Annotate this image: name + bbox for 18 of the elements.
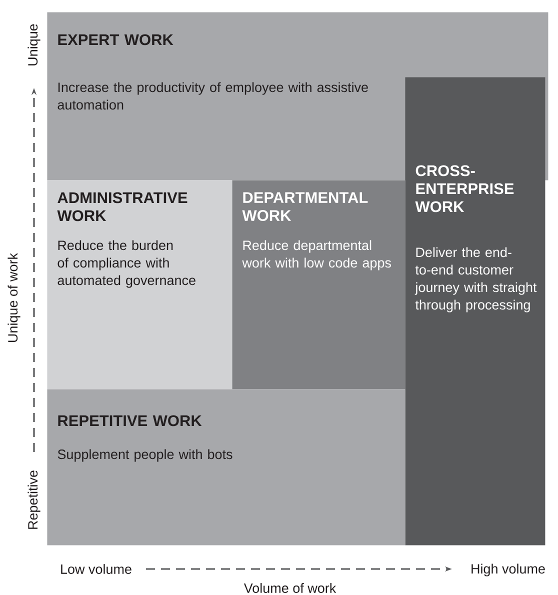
- box-heading: ADMINISTRATIVE WORK: [57, 192, 188, 222]
- box-description: Deliver the end-to-end customer journey with straight through processing: [414, 247, 537, 312]
- box-heading: REPETITIVE WORK: [58, 415, 202, 426]
- quadrant-box: [47, 389, 406, 546]
- box-description: Supplement people with bots: [58, 449, 232, 462]
- quadrant-box: [232, 180, 406, 390]
- box-description: Reduce the burden of compliance with automated governance: [58, 240, 196, 288]
- box-description: Increase the productivity of employee with assistive automation: [58, 82, 368, 110]
- box-heading: CROSS-ENTERPRISE WORK: [415, 165, 514, 212]
- axis-label: Low volume: [61, 564, 132, 574]
- box-heading: DEPARTMENTAL WORK: [242, 192, 368, 222]
- axis-label: Unique of work: [8, 252, 20, 342]
- quadrant-box: [47, 180, 232, 390]
- quadrant-box: [405, 77, 546, 546]
- box-heading: EXPERT WORK: [58, 34, 174, 46]
- axis-label: High volume: [472, 564, 545, 576]
- axis-label: Volume of work: [244, 583, 336, 593]
- box-description: Reduce departmental work with low code apps: [242, 240, 391, 270]
